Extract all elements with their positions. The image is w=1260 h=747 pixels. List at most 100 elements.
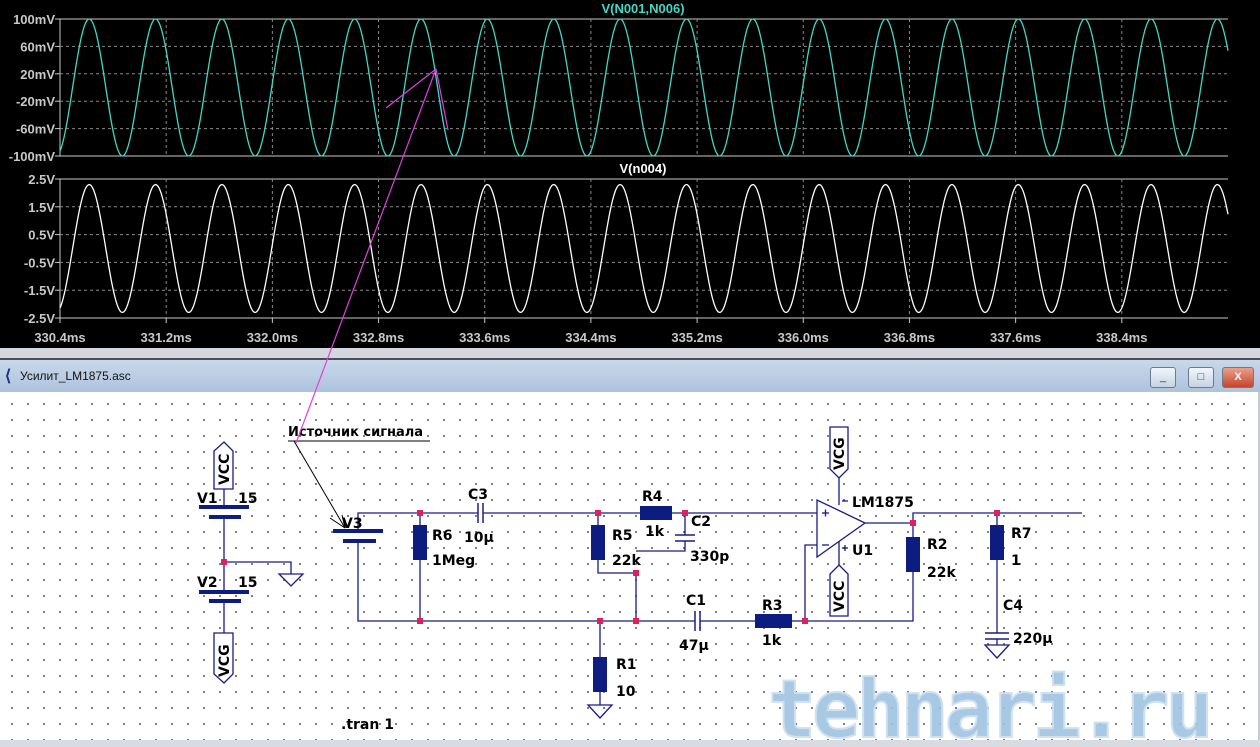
capacitor-c4[interactable] bbox=[985, 632, 1009, 640]
resistor-r4[interactable] bbox=[640, 506, 672, 520]
trace-v-n001-n006[interactable] bbox=[59, 18, 1229, 157]
capacitor-c1[interactable] bbox=[694, 611, 701, 631]
component-name: V3 bbox=[342, 516, 363, 532]
flag-label: VCG bbox=[832, 437, 848, 470]
y-tick-label: 60mV bbox=[20, 39, 55, 54]
flag-label: VCG bbox=[217, 644, 233, 677]
component-value: 22k bbox=[927, 565, 956, 581]
resistor-r5[interactable] bbox=[591, 525, 605, 560]
component-name: R1 bbox=[616, 657, 637, 673]
component-name: R4 bbox=[642, 489, 663, 505]
component-value: 1Meg bbox=[432, 553, 475, 569]
y-tick-label: 2.5V bbox=[28, 172, 55, 187]
x-tick-label: 332.0ms bbox=[247, 330, 298, 345]
component-name: R6 bbox=[432, 528, 453, 544]
component-value: 1k bbox=[645, 524, 665, 540]
y-tick-label: -1.5V bbox=[24, 283, 55, 298]
component-name: V2 bbox=[197, 575, 218, 591]
component-name: C2 bbox=[691, 514, 711, 530]
component-name: R7 bbox=[1011, 526, 1032, 542]
net-flag-vcc bbox=[829, 564, 849, 617]
ground-symbol bbox=[983, 644, 1011, 659]
resistor-r1[interactable] bbox=[593, 657, 607, 692]
y-tick-label: 1.5V bbox=[28, 200, 55, 215]
component-value: 1k bbox=[762, 633, 782, 649]
y-tick-label: -2.5V bbox=[24, 311, 55, 326]
ground-symbol bbox=[586, 704, 614, 719]
capacitor-c2[interactable] bbox=[675, 534, 695, 542]
component-name: V1 bbox=[197, 491, 218, 507]
component-name: R3 bbox=[762, 598, 783, 614]
annotation-text: Источник сигнала bbox=[288, 425, 423, 440]
window-title: Усилит_LM1875.asc bbox=[20, 369, 131, 383]
minimize-button[interactable]: _ bbox=[1150, 367, 1176, 388]
trace-v-n004[interactable] bbox=[59, 183, 1229, 314]
waveform-plot: 100mV 60mV 20mV -20mV -60mV -100mV 2.5V 1.5V 0.… bbox=[9, 1, 1229, 345]
resistor-r7[interactable] bbox=[990, 525, 1004, 560]
x-tick-label: 333.6ms bbox=[459, 330, 510, 345]
y-tick-label: 100mV bbox=[13, 12, 55, 27]
component-value: 10 bbox=[616, 684, 636, 700]
component-value: 47µ bbox=[679, 638, 709, 654]
component-name: U1 bbox=[852, 543, 873, 559]
x-tick-label: 336.8ms bbox=[884, 330, 935, 345]
trace-label-bottom[interactable]: V(n004) bbox=[620, 161, 667, 176]
x-tick-label: 336.0ms bbox=[778, 330, 829, 345]
trace-label-top[interactable]: V(N001,N006) bbox=[601, 1, 684, 16]
close-button[interactable]: X bbox=[1222, 367, 1254, 388]
component-value: 10µ bbox=[464, 530, 494, 546]
component-name: R2 bbox=[927, 537, 948, 553]
voltage-source-v2[interactable] bbox=[199, 590, 249, 603]
resistor-r3[interactable] bbox=[755, 614, 792, 628]
x-tick-label: 335.2ms bbox=[671, 330, 722, 345]
opamp-u1[interactable] bbox=[816, 498, 867, 559]
y-tick-label: 0.5V bbox=[28, 228, 55, 243]
component-value: 15 bbox=[238, 491, 257, 507]
restore-button[interactable]: □ bbox=[1188, 367, 1214, 388]
component-value: LM1875 bbox=[852, 495, 914, 511]
junction-nodes bbox=[221, 510, 1000, 624]
component-value: 15 bbox=[238, 575, 257, 591]
x-tick-label: 332.8ms bbox=[353, 330, 404, 345]
pane-splitter[interactable] bbox=[0, 348, 1260, 360]
x-tick-label: 337.6ms bbox=[990, 330, 1041, 345]
voltage-source-v1[interactable] bbox=[199, 505, 249, 519]
y-tick-label: 20mV bbox=[20, 67, 55, 82]
x-tick-label: 334.4ms bbox=[565, 330, 616, 345]
component-name: C4 bbox=[1003, 598, 1023, 614]
watermark: tehnari.ru bbox=[768, 663, 1210, 747]
component-name: C3 bbox=[468, 487, 488, 503]
spice-directive[interactable]: .tran 1 bbox=[341, 717, 394, 733]
annotation-arrow bbox=[293, 440, 346, 529]
waveform-viewer[interactable]: 100mV 60mV 20mV -20mV -60mV -100mV 2.5V 1.5V 0.… bbox=[0, 0, 1260, 348]
probe-arrow bbox=[295, 68, 449, 444]
schematic-canvas[interactable] bbox=[0, 392, 1260, 740]
x-tick-label: 330.4ms bbox=[34, 330, 85, 345]
x-tick-label: 338.4ms bbox=[1096, 330, 1147, 345]
flag-label: VCC bbox=[832, 581, 848, 612]
capacitor-c3[interactable] bbox=[477, 503, 484, 523]
plot-pane-top: 100mV 60mV 20mV -20mV -60mV -100mV bbox=[9, 12, 1229, 164]
net-flag-vcc bbox=[213, 441, 234, 490]
wires bbox=[223, 478, 1082, 705]
voltage-source-v3[interactable] bbox=[333, 529, 383, 543]
net-flag-vcg bbox=[829, 426, 849, 479]
component-value: 330p bbox=[690, 549, 729, 565]
y-tick-label: -100mV bbox=[9, 149, 56, 164]
component-name: C1 bbox=[686, 593, 706, 609]
component-value: 22k bbox=[612, 553, 641, 569]
y-tick-label: -20mV bbox=[16, 94, 55, 109]
resistor-r2[interactable] bbox=[906, 537, 920, 572]
x-tick-label: 331.2ms bbox=[141, 330, 192, 345]
component-value: 220µ bbox=[1013, 631, 1053, 647]
y-tick-label: -0.5V bbox=[24, 255, 55, 270]
ground-symbol bbox=[277, 573, 305, 587]
schematic-window-titlebar[interactable]: ⟨ Усилит_LM1875.asc _ □ X bbox=[0, 360, 1260, 392]
flag-label: VCC bbox=[217, 454, 233, 485]
resistor-r6[interactable] bbox=[413, 525, 427, 560]
net-flag-vcg bbox=[213, 632, 234, 684]
y-tick-label: -60mV bbox=[16, 122, 55, 137]
component-name: R5 bbox=[612, 528, 633, 544]
window-bottom-border bbox=[0, 740, 1260, 747]
